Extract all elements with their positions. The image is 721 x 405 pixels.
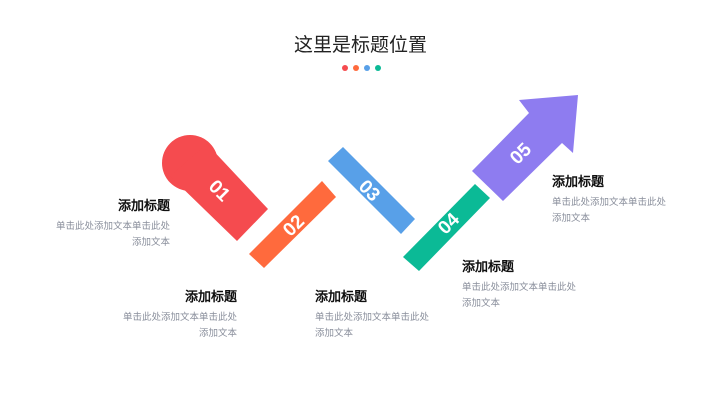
step-01-shape: 01	[162, 135, 268, 241]
step-03-shape: 03	[328, 147, 415, 234]
step-heading: 添加标题	[117, 199, 170, 214]
step-body: 单击此处添加文本单击此处添加文本	[122, 312, 237, 339]
step-heading: 添加标题	[552, 175, 605, 190]
decor-dot	[375, 65, 381, 71]
step-02-text: 添加标题 单击此处添加文本单击此处添加文本	[77, 289, 237, 342]
step-05-text: 添加标题 单击此处添加文本单击此处添加文本	[552, 174, 712, 227]
step-body: 单击此处添加文本单击此处添加文本	[315, 312, 430, 339]
step-03-text: 添加标题 单击此处添加文本单击此处添加文本	[315, 289, 475, 342]
step-body: 单击此处添加文本单击此处添加文本	[552, 197, 667, 224]
step-04-text: 添加标题 单击此处添加文本单击此处添加文本	[462, 259, 622, 312]
step-02-shape: 02	[249, 181, 336, 268]
step-heading: 添加标题	[315, 290, 368, 305]
step-heading: 添加标题	[462, 260, 515, 275]
step-05-arrow: 05	[472, 95, 578, 201]
decor-dot	[353, 65, 359, 71]
step-body: 单击此处添加文本单击此处添加文本	[55, 221, 170, 248]
step-01-text: 添加标题 单击此处添加文本单击此处添加文本	[10, 198, 170, 251]
step-body: 单击此处添加文本单击此处添加文本	[462, 282, 577, 309]
decor-dot	[342, 65, 348, 71]
page-title: 这里是标题位置	[293, 34, 427, 56]
decor-dot	[364, 65, 370, 71]
step-heading: 添加标题	[184, 290, 237, 305]
step-04-shape: 04	[403, 184, 490, 271]
